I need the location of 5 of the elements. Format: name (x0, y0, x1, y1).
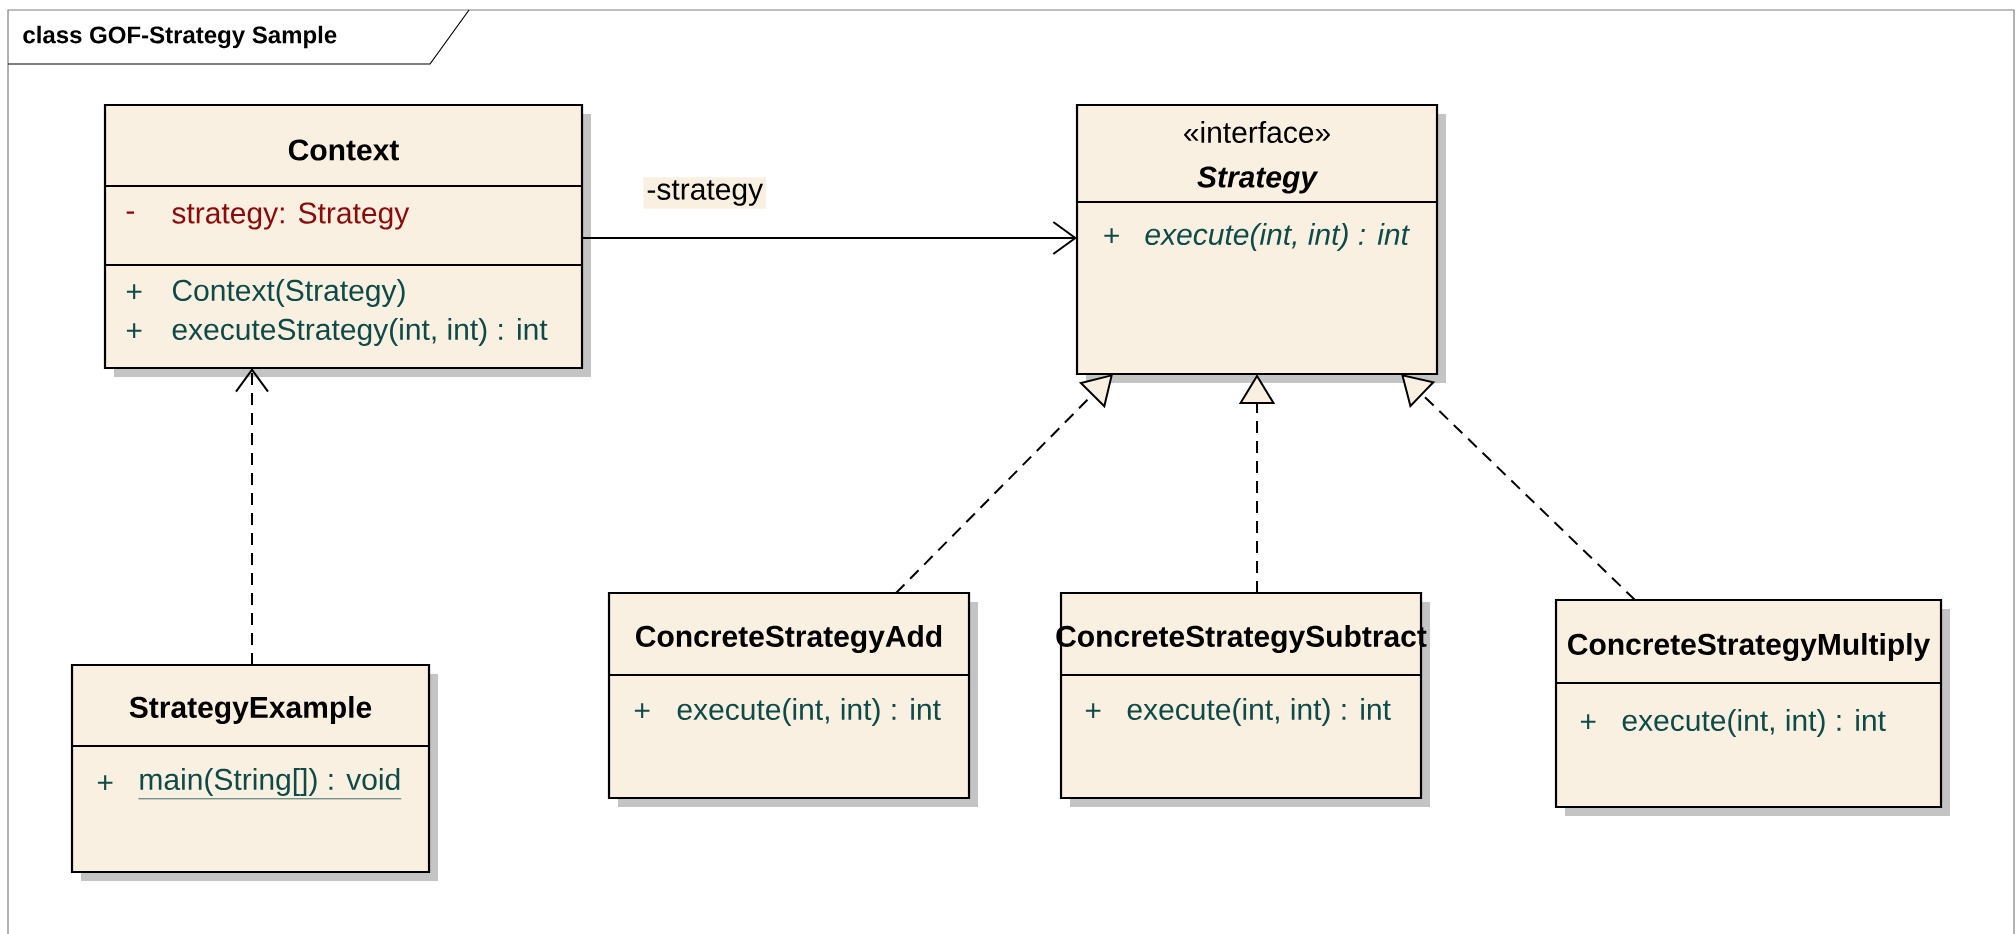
dependency-arrow (235, 368, 269, 666)
association-arrow (581, 221, 1078, 255)
realization-arrow (895, 374, 1113, 594)
edge-label: -strategy (643, 177, 767, 209)
realization-arrow (1401, 374, 1636, 601)
